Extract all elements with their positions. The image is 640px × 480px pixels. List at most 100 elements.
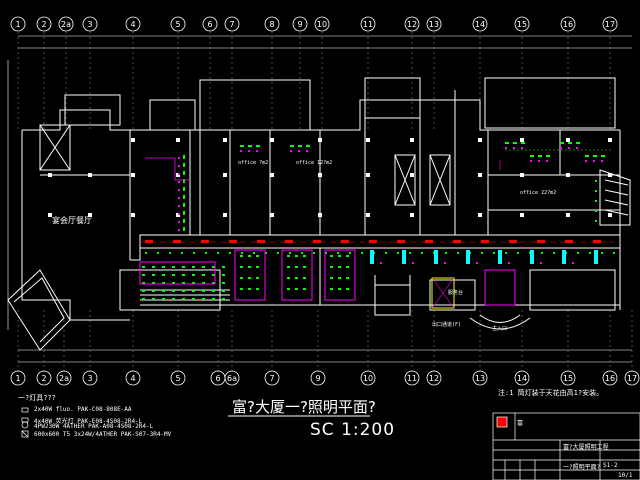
light-fixture — [192, 290, 195, 292]
light-fixture — [397, 252, 399, 254]
column — [318, 138, 322, 142]
light-fixture — [178, 229, 180, 231]
light-fixture — [172, 298, 175, 300]
light-fixture — [585, 160, 587, 162]
light-fixture — [546, 160, 548, 162]
light-fixture — [240, 255, 243, 257]
column — [410, 138, 414, 142]
light-fixture — [240, 277, 243, 279]
light-fixture — [192, 274, 195, 276]
light-fixture — [169, 252, 171, 254]
light-fixture — [178, 181, 180, 183]
grid-label: 10 — [363, 374, 373, 383]
title-block-date: 10/1 — [618, 472, 633, 479]
legend-row: 4x40W 荧光灯 PAK-E08-4S08-2R4-L — [34, 418, 143, 425]
grid-bubble — [602, 370, 618, 386]
cable-run — [145, 157, 190, 181]
light-fixture — [248, 145, 252, 147]
grid-label: 2 — [41, 20, 46, 29]
room-label-office-a: office ?m2 — [238, 160, 269, 166]
light-fixture — [303, 277, 306, 279]
light-fixture — [201, 240, 209, 243]
room-label-corridor: 出口通道(F) — [432, 322, 462, 328]
light-fixture — [313, 252, 315, 254]
light-fixture — [613, 252, 615, 254]
light-fixture — [330, 255, 333, 257]
light-fixture — [285, 240, 293, 243]
column — [318, 173, 322, 177]
light-fixture — [181, 252, 183, 254]
light-fixture — [178, 221, 180, 223]
light-fixture — [287, 277, 290, 279]
light-fixture — [142, 274, 145, 276]
grid-label: 2 — [41, 374, 46, 383]
light-fixture — [178, 173, 180, 175]
light-fixture — [593, 155, 597, 157]
light-fixture — [222, 266, 225, 268]
light-fixture — [222, 298, 225, 300]
light-fixture — [349, 252, 351, 254]
dimension-lines — [7, 35, 632, 363]
light-fixture — [265, 252, 267, 254]
light-fixture — [152, 290, 155, 292]
room-label-service: 服务台 — [448, 290, 464, 296]
light-fixture — [240, 150, 242, 152]
light-fixture — [481, 240, 489, 243]
grid-label: 9 — [297, 20, 302, 29]
light-fixture — [256, 277, 259, 279]
light-fixture — [601, 155, 605, 157]
light-fixture — [295, 266, 298, 268]
light-fixture — [178, 213, 180, 215]
light-fixture — [183, 187, 185, 191]
light-fixture — [585, 155, 589, 157]
light-fixture — [303, 266, 306, 268]
grid-label: 2a — [59, 374, 69, 383]
light-fixture — [202, 298, 205, 300]
light-fixture — [172, 290, 175, 292]
grid-label: 6 — [207, 20, 212, 29]
light-fixture — [595, 200, 597, 202]
light-fixture — [577, 252, 579, 254]
light-fixture — [256, 145, 260, 147]
light-fixture — [157, 252, 159, 254]
light-fixture — [162, 282, 165, 284]
grid-label: 14 — [517, 374, 527, 383]
column — [608, 173, 612, 177]
light-fixture — [521, 147, 523, 149]
light-fixture — [303, 255, 306, 257]
light-fixture — [595, 220, 597, 222]
light-fixture — [330, 277, 333, 279]
light-fixture — [240, 266, 243, 268]
light-fixture — [182, 282, 185, 284]
light-fixture — [182, 298, 185, 300]
light-fixture — [183, 227, 185, 231]
light-fixture — [330, 266, 333, 268]
grid-label: 17 — [627, 374, 637, 383]
grid-label: 1 — [15, 20, 20, 29]
grid-bubble — [36, 370, 52, 386]
light-fixture — [521, 142, 525, 144]
light-fixture — [412, 262, 414, 264]
light-fixture — [498, 250, 502, 264]
light-fixture — [493, 252, 495, 254]
light-fixture — [572, 262, 574, 264]
grid-bubble — [514, 370, 530, 386]
light-fixture — [601, 160, 603, 162]
light-fixture — [142, 290, 145, 292]
light-fixture — [173, 240, 181, 243]
light-fixture — [222, 274, 225, 276]
light-fixture — [530, 155, 534, 157]
column — [131, 213, 135, 217]
light-fixture — [361, 252, 363, 254]
light-fixture — [248, 288, 251, 290]
light-fixture — [346, 288, 349, 290]
column — [520, 213, 524, 217]
light-fixture — [295, 277, 298, 279]
light-fixture — [162, 274, 165, 276]
column — [478, 173, 482, 177]
grid-label: 4 — [130, 374, 135, 383]
light-fixture — [182, 290, 185, 292]
column — [176, 138, 180, 142]
column — [410, 213, 414, 217]
light-fixture — [182, 274, 185, 276]
